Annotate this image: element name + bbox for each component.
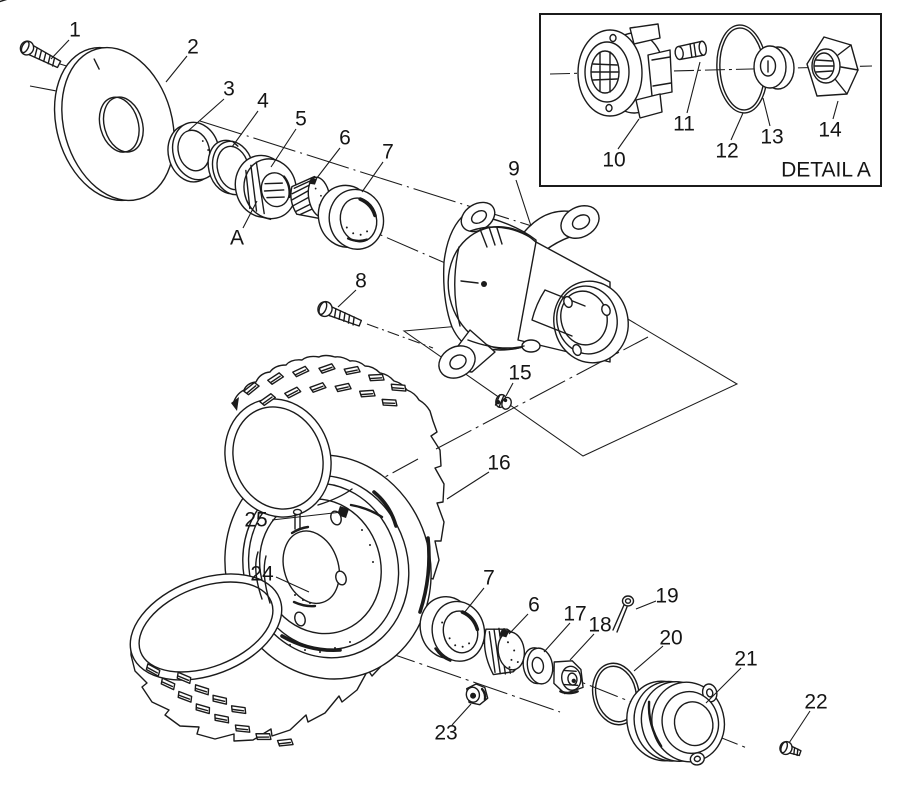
callout-detail-a: DETAIL A <box>781 159 871 182</box>
leader-line-6 <box>312 147 341 184</box>
tire-rear-bead <box>129 573 283 681</box>
leader-line-4 <box>231 110 259 148</box>
callout-21: 21 <box>734 648 757 671</box>
leader-line-9 <box>515 179 532 227</box>
callout-2: 2 <box>187 36 199 59</box>
bushing-13 <box>753 45 795 90</box>
hub-spindle-9 <box>438 201 629 379</box>
set-screw-15 <box>494 393 512 410</box>
callout-14: 14 <box>818 119 842 142</box>
race-ring-7 <box>317 184 385 250</box>
leader-line-7 <box>361 161 384 193</box>
leader-line-1 <box>50 39 70 60</box>
callout-7b: 7 <box>483 567 495 590</box>
leader-line-14 <box>832 100 839 120</box>
washer-17 <box>522 647 554 685</box>
leader-line-3 <box>187 98 225 132</box>
callout-12: 12 <box>715 140 738 163</box>
detail-a-box <box>539 13 882 187</box>
callout-8: 8 <box>355 270 367 293</box>
callout-6b: 6 <box>528 594 540 617</box>
bolt-1 <box>19 40 62 69</box>
leader-line-11 <box>686 61 701 114</box>
leader-line-18 <box>569 633 595 661</box>
callout-16: 16 <box>487 452 510 475</box>
nut-23 <box>465 683 489 706</box>
hex-nut-14 <box>806 36 859 97</box>
leader-line-7b <box>463 587 485 614</box>
tread-blocks <box>0 0 409 750</box>
leader-line-17 <box>543 622 571 653</box>
washer-disc-2 <box>53 46 175 202</box>
leader-line-21 <box>705 667 742 704</box>
callout-25: 25 <box>244 509 267 532</box>
leader-line-19 <box>635 600 657 610</box>
castle-nut-18 <box>553 660 584 695</box>
callout-6: 6 <box>339 127 351 150</box>
callout-10: 10 <box>602 149 625 172</box>
leader-line-5 <box>270 128 297 168</box>
callout-13: 13 <box>760 126 783 149</box>
callout-4: 4 <box>257 90 269 113</box>
race-ring-7b <box>419 596 486 662</box>
callout-20: 20 <box>659 627 682 650</box>
leader-line-23 <box>451 703 472 726</box>
hub-cap-21 <box>626 680 726 766</box>
callout-11: 11 <box>673 113 695 136</box>
callout-19: 19 <box>655 585 678 608</box>
bevel-gear-6b <box>483 627 526 676</box>
leader-line-8 <box>337 289 357 308</box>
callout-5: 5 <box>295 108 307 131</box>
cotter-pin-19 <box>612 595 635 633</box>
leader-line-2 <box>165 55 188 83</box>
callout-1: 1 <box>69 19 81 42</box>
callout-15: 15 <box>508 362 531 385</box>
leader-line-16 <box>446 471 490 500</box>
bearing-5 <box>234 154 298 221</box>
leader-line-13 <box>762 97 771 127</box>
o-ring-20 <box>591 662 641 726</box>
leader-line-20 <box>633 645 664 672</box>
leader-line-25 <box>271 511 343 521</box>
leader-line-A <box>242 200 258 229</box>
leader-line-12 <box>730 112 744 141</box>
leader-line-10 <box>617 118 640 150</box>
callout-24: 24 <box>250 563 274 586</box>
stipple-dots <box>289 529 374 653</box>
screw-22 <box>779 740 802 757</box>
callout-A: A <box>230 227 244 250</box>
leader-line-22 <box>788 710 811 744</box>
pin-11 <box>674 40 708 61</box>
callout-23: 23 <box>434 722 457 745</box>
callout-22: 22 <box>804 691 827 714</box>
leader-line-15 <box>505 382 514 397</box>
callout-7: 7 <box>382 141 394 164</box>
callout-17: 17 <box>563 603 586 626</box>
lock-nut-10 <box>577 23 673 119</box>
ring-3 <box>167 121 221 183</box>
bolt-8 <box>317 300 363 327</box>
tire-and-rim <box>0 0 445 750</box>
callout-18: 18 <box>588 614 611 637</box>
leader-line-6b <box>508 613 529 635</box>
callout-9: 9 <box>508 158 520 181</box>
tire-front-bead <box>224 398 332 518</box>
leader-line-24 <box>275 576 310 593</box>
callout-3: 3 <box>223 78 235 101</box>
valve-stem <box>292 508 303 530</box>
